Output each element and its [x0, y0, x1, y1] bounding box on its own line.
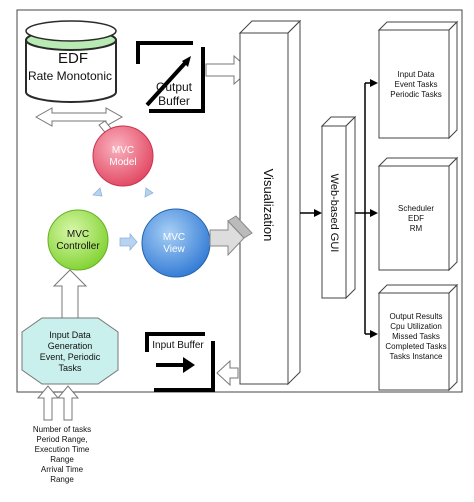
panel-1-line-3: Periodic Tasks [390, 90, 441, 99]
panel-2-line-1: Scheduler [398, 204, 434, 213]
web-gui-block: Web-based GUI [320, 115, 357, 300]
mvc-flow-arrows [92, 187, 154, 252]
generation-line-4: Tasks [58, 363, 82, 373]
mvc-view-node: MVC View [141, 208, 211, 278]
task-parameters: Number of tasks Period Range, Execution … [33, 425, 91, 484]
panel-1-line-2: Event Tasks [395, 80, 438, 89]
panel-input-data: Input Data Event Tasks Periodic Tasks [377, 20, 459, 140]
panel-scheduler: Scheduler EDF RM [377, 156, 459, 272]
output-buffer: Output Buffer [136, 41, 205, 113]
param-line-1: Number of tasks [33, 425, 91, 434]
parameter-input-arrows [36, 385, 80, 421]
input-data-generation: Input Data Generation Event, Periodic Ta… [21, 317, 119, 385]
web-gui-label: Web-based GUI [328, 174, 340, 253]
visualization-label: Visualization [261, 169, 276, 242]
param-line-5: Arrival Time [41, 465, 84, 474]
right-arrow-icon [183, 357, 195, 373]
arrowhead-icon [370, 209, 378, 217]
view-label-2: View [163, 244, 185, 255]
arrowhead-icon [370, 330, 378, 338]
output-buffer-label-2: Buffer [158, 94, 190, 108]
controller-label-1: MVC [67, 229, 89, 240]
database-label-edf: EDF [58, 50, 88, 67]
view-label-1: MVC [163, 232, 185, 243]
param-line-6: Range [50, 475, 74, 484]
param-line-3: Execution Time [35, 445, 90, 454]
model-label-2: Model [109, 157, 136, 168]
param-line-4: Range [50, 455, 74, 464]
generation-line-1: Input Data [49, 330, 91, 340]
database-model-arrow [34, 107, 124, 127]
panel-3-line-1: Output Results [390, 312, 443, 321]
gui-panel-connectors [355, 82, 373, 335]
scheduling-algorithms-database: EDF Rate Monotonic [25, 20, 117, 103]
arrowhead-icon [314, 209, 322, 217]
panel-2-line-2: EDF [408, 214, 424, 223]
system-frame [16, 9, 463, 393]
panel-3-line-5: Tasks Instance [390, 352, 443, 361]
view-to-visualization-arrow [209, 215, 253, 257]
param-line-2: Period Range, [36, 435, 87, 444]
panel-1-line-1: Input Data [398, 70, 435, 79]
panel-3-line-3: Missed Tasks [392, 332, 440, 341]
mvc-model-node: MVC Model [92, 125, 154, 187]
controller-label-2: Controller [56, 241, 100, 252]
panel-2-line-3: RM [410, 224, 423, 233]
visualization-block: Visualization [238, 19, 302, 386]
generation-line-2: Generation [48, 341, 93, 351]
input-buffer: Input Buffer [145, 332, 215, 392]
arrowhead-icon [370, 79, 378, 87]
input-buffer-label: Input Buffer [152, 340, 204, 351]
mvc-controller-node: MVC Controller [47, 209, 109, 271]
panel-3-line-2: Cpu Utilization [390, 322, 442, 331]
generation-controller-arrow [52, 269, 88, 319]
diagonal-arrow-icon [182, 56, 191, 67]
generation-line-3: Event, Periodic [40, 352, 101, 362]
panel-output-results: Output Results Cpu Utilization Missed Ta… [377, 283, 459, 392]
panel-3-line-4: Completed Tasks [385, 342, 446, 351]
model-label-1: MVC [112, 145, 134, 156]
visualization-input-buffer-arrow [216, 359, 239, 387]
database-label-rm: Rate Monotonic [28, 69, 112, 83]
output-buffer-label-1: Output [156, 80, 193, 94]
